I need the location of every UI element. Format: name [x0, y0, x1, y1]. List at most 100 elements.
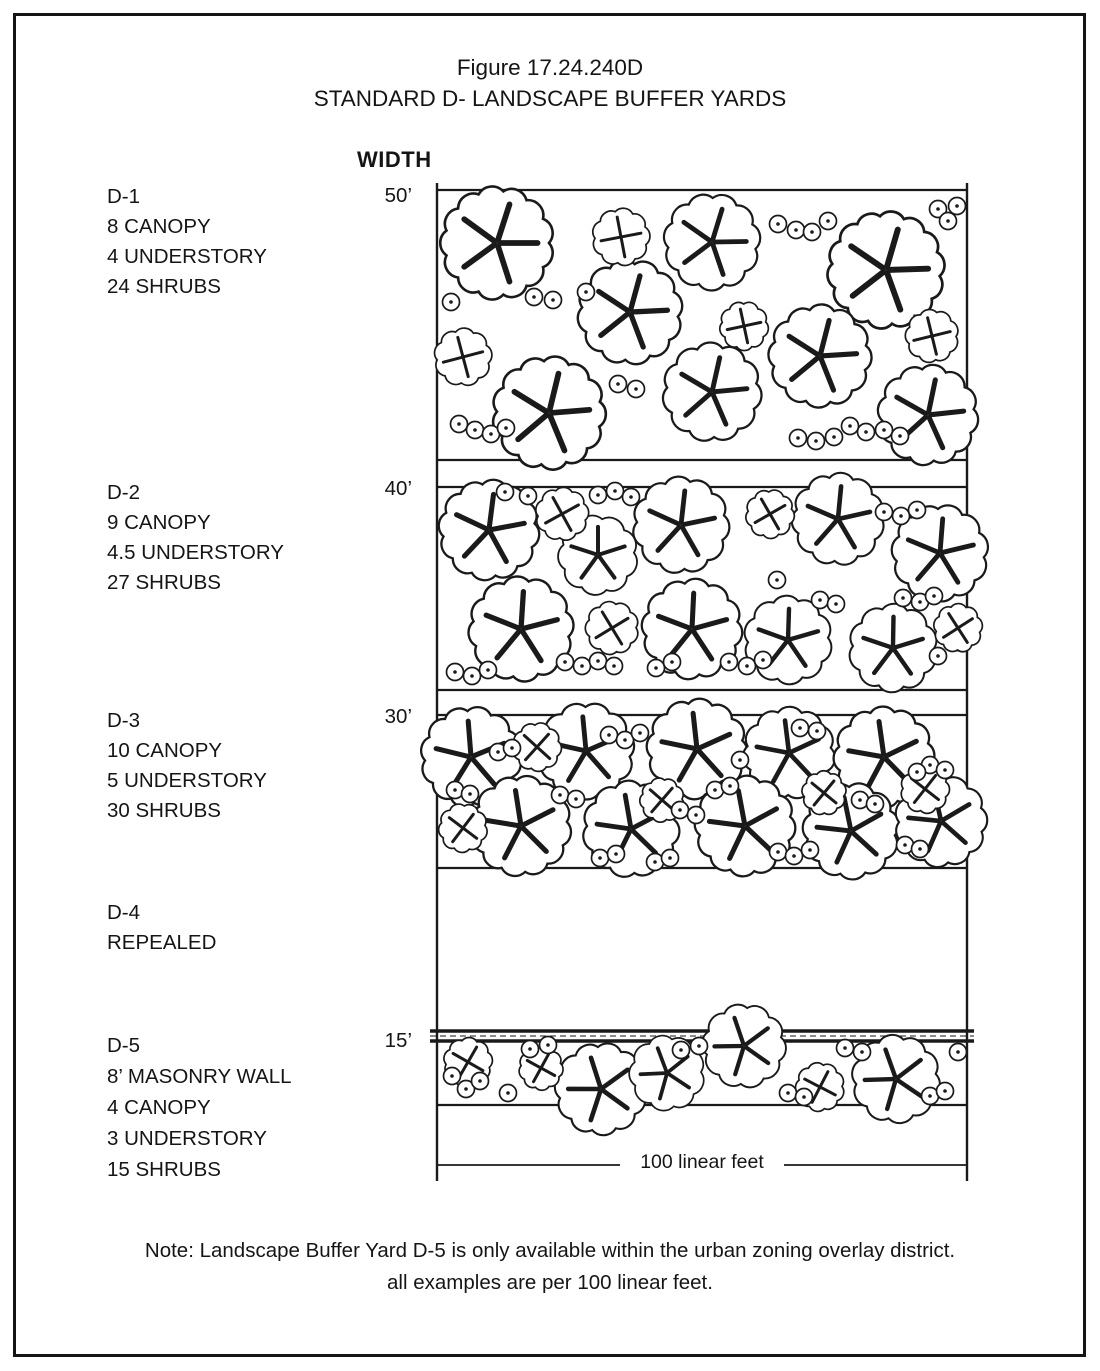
understory-tree-symbol	[535, 486, 590, 541]
shrub-symbol	[630, 723, 650, 743]
shrub-symbol	[737, 656, 757, 676]
understory-count: 5 UNDERSTORY	[107, 769, 267, 792]
canopy-tree-symbol	[553, 1042, 648, 1137]
canopy-count: 8 CANOPY	[107, 215, 211, 238]
shrub-symbol	[606, 844, 626, 864]
section-label-d4: D-4 REPEALED	[107, 898, 216, 958]
figure-caption: STANDARD D- LANDSCAPE BUFFER YARDS	[313, 86, 787, 111]
shrub-symbol	[465, 420, 485, 440]
shrub-symbol	[826, 594, 846, 614]
shrub-symbol	[935, 1081, 955, 1101]
canopy-tree-symbol	[848, 602, 938, 694]
shrub-symbol	[786, 220, 806, 240]
understory-tree-symbol	[584, 600, 639, 656]
figure-note: Note: Landscape Buffer Yard D-5 is only …	[0, 1235, 1100, 1299]
shrub-symbol	[621, 487, 641, 507]
section-label-d2: D-2 9 CANOPY 4.5 UNDERSTORY 27 SHRUBS	[107, 478, 284, 598]
shrub-symbol	[555, 652, 575, 672]
shrub-count: 24 SHRUBS	[107, 275, 221, 298]
shrub-symbol	[445, 662, 465, 682]
shrub-symbol	[784, 846, 804, 866]
section-label-d1: D-1 8 CANOPY 4 UNDERSTORY 24 SHRUBS	[107, 182, 267, 302]
shrub-symbol	[865, 794, 885, 814]
shrub-symbol	[856, 422, 876, 442]
shrub-symbol	[895, 835, 915, 855]
canopy-tree-symbol	[890, 504, 989, 603]
width-header: WIDTH	[357, 147, 432, 172]
shrub-symbol	[496, 418, 516, 438]
canopy-tree-symbol	[437, 478, 541, 582]
shrub-symbol	[907, 500, 927, 520]
dimension-label: 100 linear feet	[626, 1151, 778, 1174]
shrub-symbol	[671, 1040, 691, 1060]
shrub-symbol	[626, 379, 646, 399]
shrub-symbol	[442, 1066, 462, 1086]
understory-tree-symbol	[801, 769, 847, 816]
figure-border	[13, 13, 1086, 1357]
shrub-symbol	[753, 650, 773, 670]
shrub-symbol	[947, 196, 967, 216]
figure-number: Figure 17.24.240D	[456, 55, 644, 80]
shrub-symbol	[646, 658, 666, 678]
shrub-symbol	[778, 1083, 798, 1103]
width-label-d2: 40’	[384, 477, 412, 500]
shrub-symbol	[810, 590, 830, 610]
understory-tree-symbol	[512, 722, 563, 773]
understory-count: 4.5 UNDERSTORY	[107, 541, 284, 564]
shrub-symbol	[441, 292, 461, 312]
canopy-tree-symbol	[557, 514, 638, 596]
shrub-symbol	[893, 588, 913, 608]
section-id: D-4	[107, 901, 141, 924]
shrub-symbol	[802, 222, 822, 242]
shrub-symbol	[470, 1071, 490, 1091]
note-line-2: all examples are per 100 linear feet.	[387, 1271, 713, 1294]
shrub-symbol	[605, 481, 625, 501]
shrub-symbol	[840, 416, 860, 436]
shrub-count: 27 SHRUBS	[107, 571, 221, 594]
shrub-symbol	[928, 646, 948, 666]
canopy-tree-symbol	[851, 1033, 941, 1125]
canopy-tree-symbol	[767, 303, 873, 409]
shrub-symbol	[662, 652, 682, 672]
shrub-symbol	[938, 211, 958, 231]
shrub-symbol	[550, 785, 570, 805]
shrub-symbol	[874, 502, 894, 522]
canopy-tree-symbol	[439, 185, 554, 301]
section-id: D-3	[107, 709, 141, 732]
shrub-symbol	[928, 199, 948, 219]
understory-count: 3 UNDERSTORY	[107, 1127, 267, 1150]
shrub-symbol	[599, 725, 619, 745]
canopy-tree-symbol	[826, 210, 946, 330]
shrub-symbol	[543, 290, 563, 310]
masonry-wall-note: 8’ MASONRY WALL	[107, 1065, 292, 1088]
shrub-symbol	[524, 287, 544, 307]
shrub-symbol	[576, 282, 596, 302]
shrub-symbol	[538, 1035, 558, 1055]
shrub-symbol	[705, 780, 725, 800]
shrub-symbol	[462, 666, 482, 686]
shrub-symbol	[588, 651, 608, 671]
width-label-d5: 15’	[384, 1029, 412, 1052]
shrub-symbol	[460, 784, 480, 804]
shrub-symbol	[449, 414, 469, 434]
width-label-d3: 30’	[384, 705, 412, 728]
shrub-symbol	[456, 1079, 476, 1099]
shrub-symbol	[824, 427, 844, 447]
shrub-symbol	[874, 420, 894, 440]
understory-tree-symbol	[433, 327, 493, 387]
shrub-symbol	[794, 1087, 814, 1107]
canopy-count: 4 CANOPY	[107, 1096, 211, 1119]
shrub-symbol	[590, 848, 610, 868]
shrub-symbol	[807, 721, 827, 741]
shrub-symbol	[495, 482, 515, 502]
shrub-symbol	[498, 1083, 518, 1103]
shrub-symbol	[518, 486, 538, 506]
shrub-symbol	[907, 762, 927, 782]
shrub-symbol	[891, 506, 911, 526]
shrub-symbol	[924, 586, 944, 606]
canopy-count: 10 CANOPY	[107, 739, 223, 762]
shrub-symbol	[660, 848, 680, 868]
shrub-symbol	[608, 374, 628, 394]
shrub-symbol	[566, 789, 586, 809]
shrub-symbol	[935, 760, 955, 780]
